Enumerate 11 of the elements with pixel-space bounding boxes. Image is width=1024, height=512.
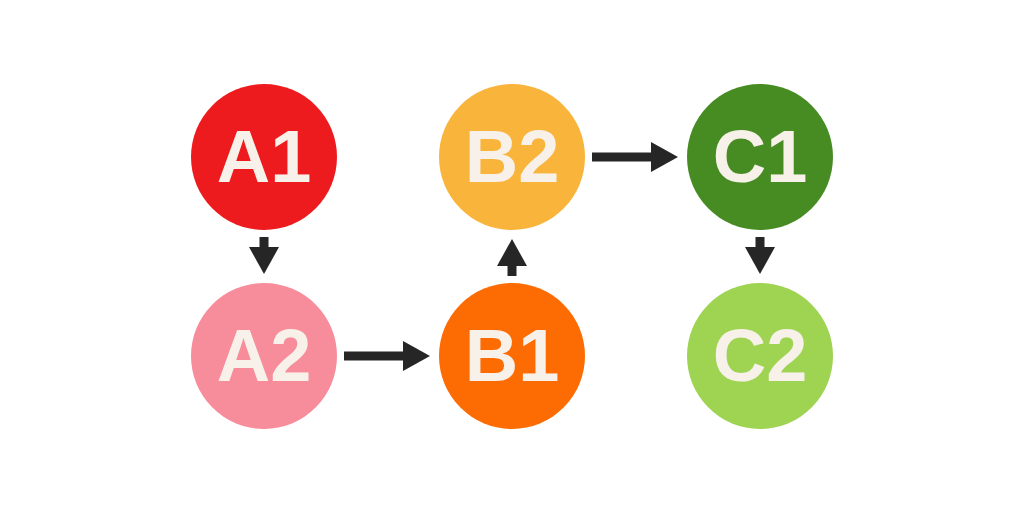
node-label: C2 [712, 319, 808, 393]
arrow [249, 237, 279, 274]
node-label: B1 [464, 319, 560, 393]
arrow [344, 341, 430, 371]
node-label: B2 [464, 120, 560, 194]
node-label: C1 [712, 120, 808, 194]
arrow [497, 239, 527, 276]
node-label: A2 [216, 319, 312, 393]
arrow [745, 237, 775, 274]
node-label: A1 [216, 120, 312, 194]
arrow [592, 142, 678, 172]
